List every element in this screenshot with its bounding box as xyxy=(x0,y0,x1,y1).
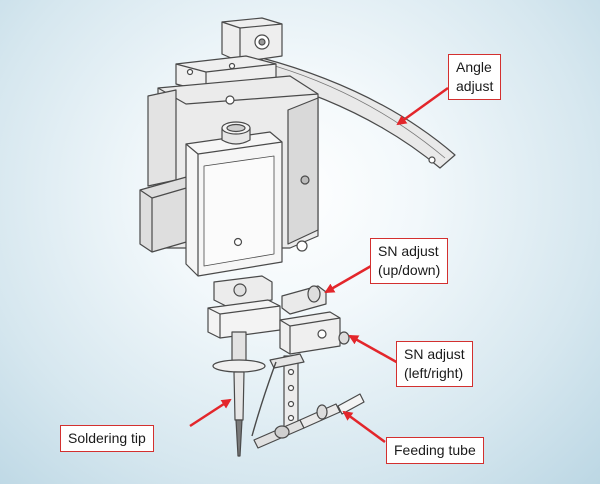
angle-adjust-label: Angle adjust xyxy=(448,54,502,100)
iron-shaft xyxy=(231,331,247,363)
top-knob-block xyxy=(221,17,283,63)
sn-updown-line1: SN adjust xyxy=(378,243,439,259)
feeding-tube-pipe xyxy=(337,393,365,415)
right-side-plate xyxy=(287,97,319,245)
soldering-tip-line1: Soldering tip xyxy=(68,430,146,446)
sn-leftright-line1: SN adjust xyxy=(404,346,465,362)
sn-updown-line2: (up/down) xyxy=(378,262,441,278)
sn-adjust-updown-label: SN adjust (up/down) xyxy=(370,238,449,284)
soldering-tip-arrow xyxy=(189,398,232,428)
soldering-tip-point xyxy=(235,419,243,457)
feeding-tube-label: Feeding tube xyxy=(386,437,484,464)
angle-adjust-line2: adjust xyxy=(456,78,494,94)
angle-adjust-line1: Angle xyxy=(456,59,492,75)
soldering-machine-drawing xyxy=(139,17,456,457)
feeding-tube-arrow xyxy=(342,410,386,444)
sn-adjust-leftright-label: SN adjust (left/right) xyxy=(396,341,473,387)
callout-arrows xyxy=(189,86,449,444)
sn-leftright-line2: (left/right) xyxy=(404,365,464,381)
soldering-tip-label: Soldering tip xyxy=(60,425,154,452)
sn-leftright-block xyxy=(279,311,341,355)
sn-leftright-arrow xyxy=(348,334,401,366)
solder-wire xyxy=(251,361,277,437)
angle-adjust-arrow xyxy=(396,86,449,126)
iron-grip-ring xyxy=(212,359,266,373)
sn-updown-arrow xyxy=(324,260,379,294)
feeding-tube-line1: Feeding tube xyxy=(394,442,476,458)
